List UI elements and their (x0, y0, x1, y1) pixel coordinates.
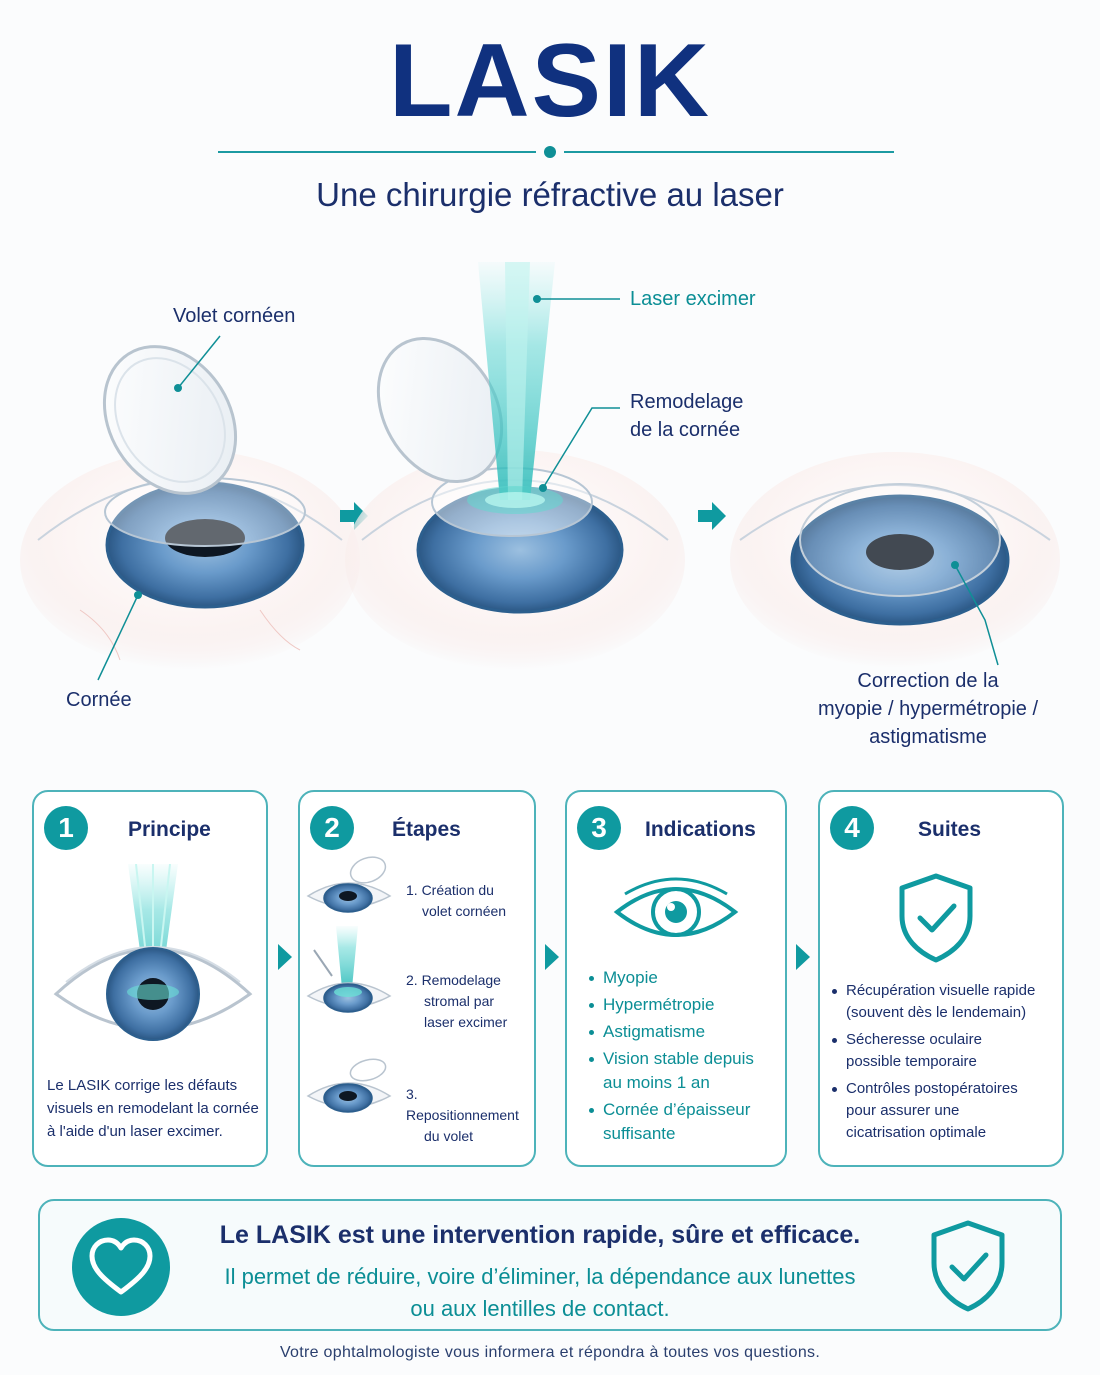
heart-icon (89, 1237, 153, 1295)
card-steps: 2 Étapes 1. Création du volet cornéen 2.… (298, 790, 536, 1167)
list-item: Myopie (587, 966, 783, 990)
label-corneal-flap: Volet cornéen (173, 305, 296, 327)
arrow-right-icon (698, 502, 726, 530)
card-title: Étapes (392, 818, 461, 841)
step-reposition-icon (306, 1058, 392, 1113)
banner-headline: Le LASIK est une intervention rapide, sû… (219, 1221, 861, 1249)
title-divider (218, 146, 894, 158)
card-indications: 3 Indications Myopie Hypermétropie Astig… (565, 790, 787, 1167)
step-laser-icon (306, 926, 392, 1013)
step-item: 2. Remodelage stromal par laser excimer (406, 972, 508, 1030)
card-follow-up: 4 Suites Récupération visuelle rapide(so… (818, 790, 1064, 1167)
card-principle: 1 Principe Le LASIK corrige les défauts … (32, 790, 268, 1167)
label-excimer-laser: Laser excimer (630, 288, 756, 310)
label-corneal-reshaping: Remodelage de la cornée (630, 391, 744, 441)
principle-text: Le LASIK corrige les défauts visuels en … (47, 1077, 259, 1140)
card-number-badge: 2 (310, 806, 354, 850)
reshape-leader (542, 407, 620, 489)
list-item: Récupération visuelle rapide(souvent dès… (830, 980, 1060, 1024)
corneal-flap (102, 345, 238, 495)
cornea-leader (97, 594, 139, 681)
chevron-right-icon (278, 944, 292, 970)
procedure-illustration: Volet cornéen Cornée Laser excimer Remod… (0, 250, 1100, 770)
correction-leader (954, 564, 999, 666)
card-number-badge: 1 (44, 806, 88, 850)
list-item: Astigmatisme (587, 1020, 783, 1044)
shield-check-icon (931, 1220, 1005, 1312)
page-title: LASIK (389, 23, 711, 139)
card-number-badge: 4 (830, 806, 874, 850)
footer-note: Votre ophtalmologiste vous informera et … (279, 1344, 821, 1361)
label-cornea: Cornée (66, 689, 132, 711)
page-subtitle: Une chirurgie réfractive au laser (316, 176, 784, 213)
follow-up-list: Récupération visuelle rapide(souvent dès… (830, 980, 1060, 1149)
chevron-right-icon (545, 944, 559, 970)
card-title: Suites (918, 818, 982, 841)
list-item: Hypermétropie (587, 993, 783, 1017)
summary-banner: Le LASIK est une intervention rapide, sû… (38, 1199, 1062, 1331)
card-title: Principe (128, 818, 211, 841)
card-number-badge: 3 (577, 806, 621, 850)
label-correction: Correction de la myopie / hypermétropie … (817, 670, 1039, 748)
eye-laser-icon (53, 864, 253, 1041)
eye-flap-open (20, 345, 360, 670)
chevron-right-icon (796, 944, 810, 970)
step-item: 3. Repositionnement du volet (406, 1086, 519, 1144)
step-flap-icon (306, 856, 392, 913)
step-item: 1. Création du volet cornéen (406, 882, 507, 919)
laser-beam (467, 262, 563, 514)
banner-subtext: Il permet de réduire, voire d’éliminer, … (224, 1264, 856, 1321)
card-title: Indications (645, 818, 756, 841)
shield-check-icon (899, 873, 973, 963)
eye-diagram (20, 262, 1060, 681)
eye-laser-reshaping (345, 262, 685, 670)
eye-icon (613, 877, 739, 937)
corneal-flap-lifted (376, 336, 504, 484)
heart-badge (72, 1218, 170, 1316)
indications-list: Myopie Hypermétropie Astigmatisme Vision… (587, 966, 783, 1149)
eye-corrected (730, 452, 1060, 668)
flap-leader (177, 335, 221, 389)
